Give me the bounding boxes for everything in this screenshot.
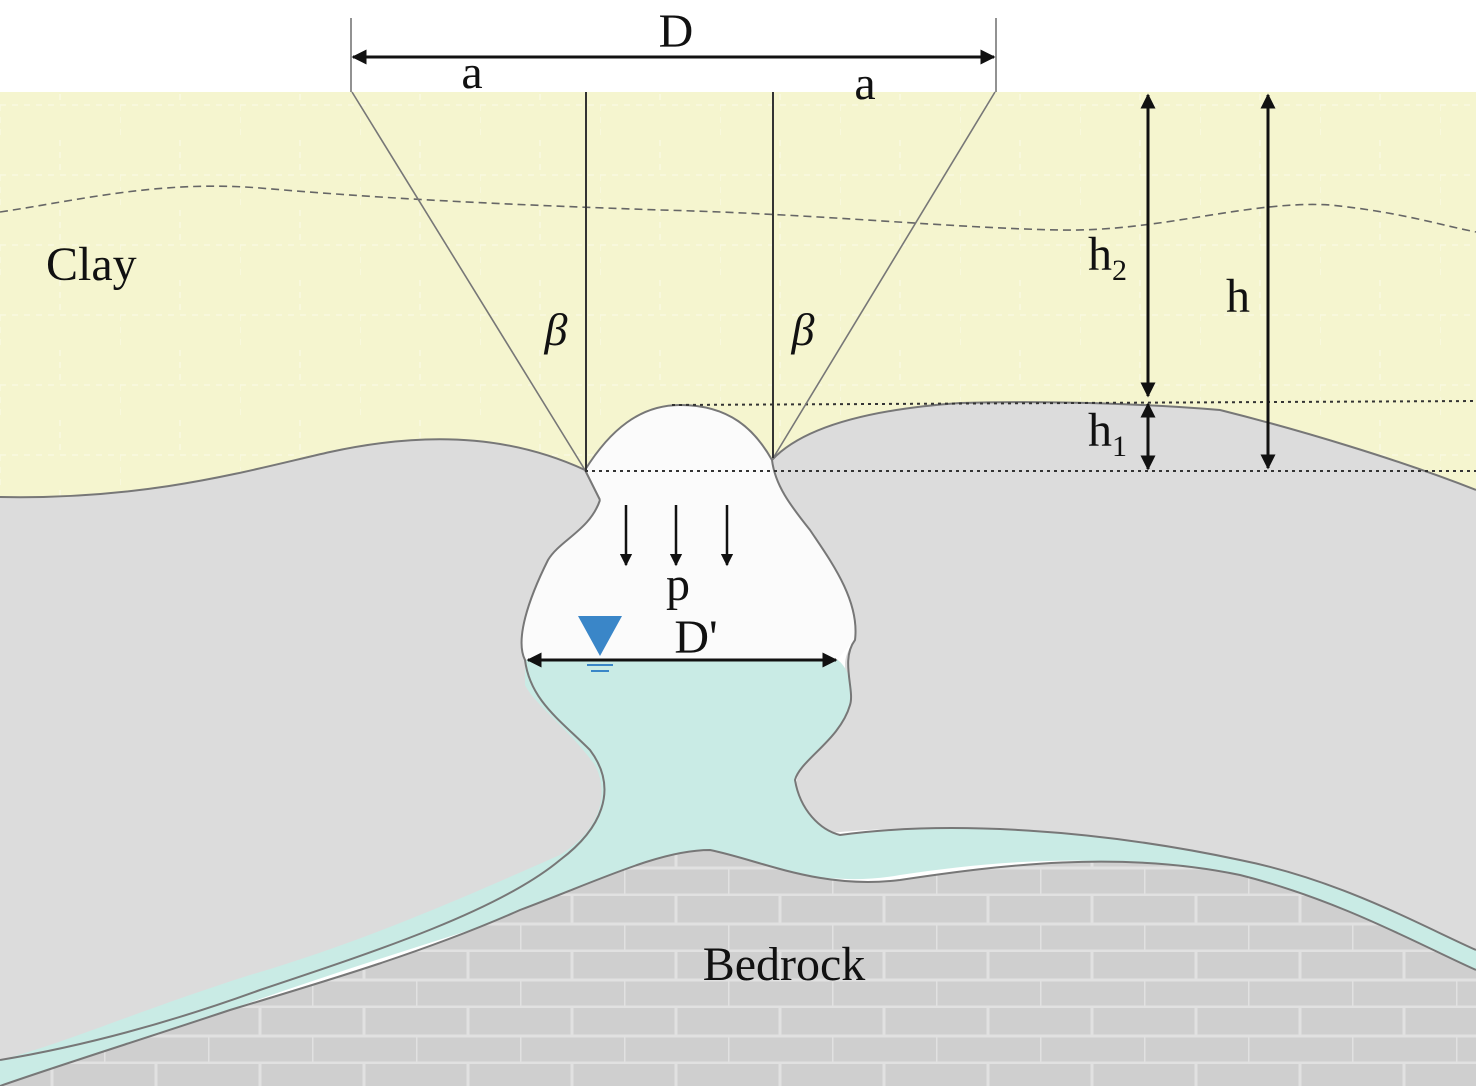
- cavity: [521, 405, 856, 660]
- angle-label-left: β: [544, 304, 568, 355]
- groundwater: [0, 660, 1476, 1086]
- h-label: h: [1226, 270, 1250, 323]
- left-offset-label: a: [461, 46, 482, 99]
- cavity-wall-right: [771, 459, 1476, 951]
- span-label: D: [659, 5, 694, 58]
- clay-internal-boundary: [0, 185, 1476, 233]
- influence-line-right: [771, 91, 996, 461]
- clay-soil-boundary-left: [0, 438, 586, 499]
- bedrock-top-outline: [0, 848, 1476, 1087]
- h2-label: h2: [1088, 228, 1127, 287]
- angle-label-right: β: [791, 304, 815, 355]
- h1-label: h1: [1088, 404, 1127, 463]
- bedrock-texture: [0, 850, 1476, 1086]
- clay-label: Clay: [46, 238, 137, 291]
- water-level-icon: [578, 616, 622, 672]
- cavity-wall-left: [0, 499, 606, 1061]
- influence-line-left: [351, 91, 586, 471]
- pressure-label: p: [666, 558, 690, 611]
- bedrock-label: Bedrock: [703, 938, 866, 991]
- right-offset-label: a: [854, 57, 875, 110]
- clay-soil-boundary-right: [771, 401, 1476, 491]
- cavity-width-label: D': [674, 611, 717, 664]
